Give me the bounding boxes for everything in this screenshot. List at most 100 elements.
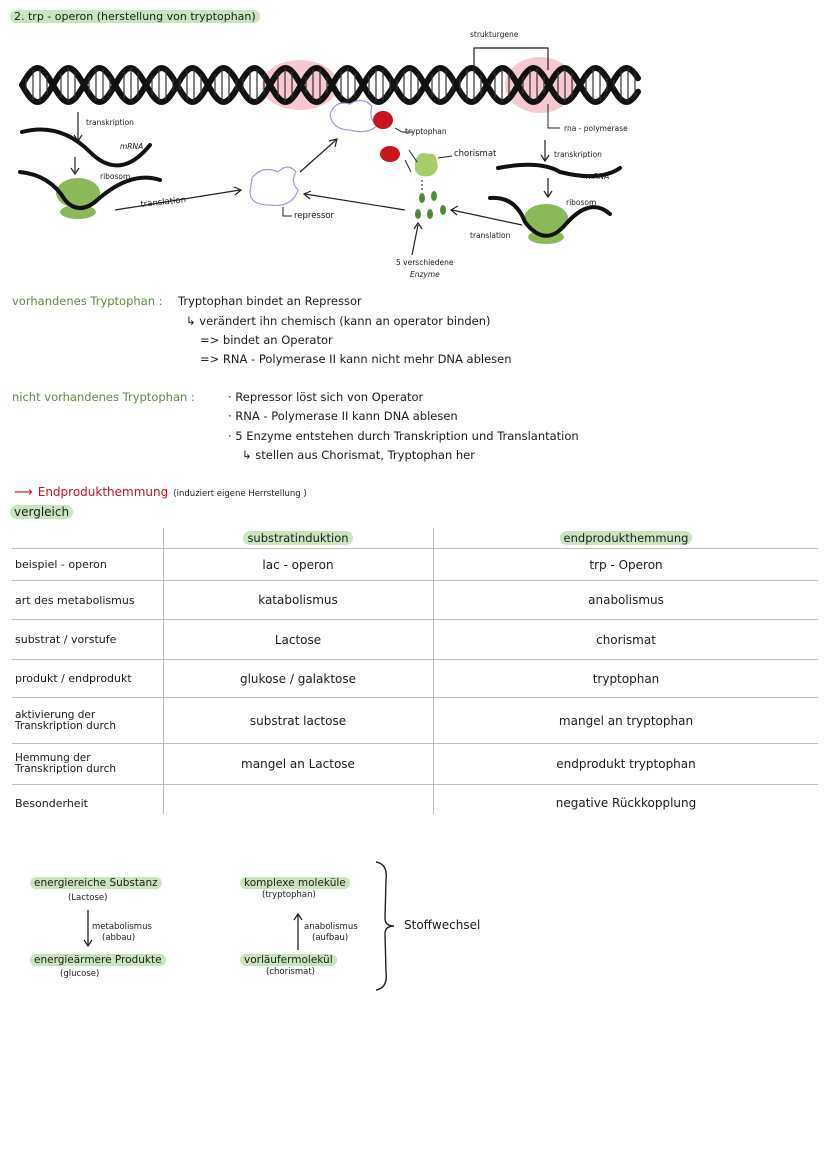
absent-line-3: · 5 Enzyme entstehen durch Transkription…	[228, 429, 579, 443]
present-line-4: => RNA - Polymerase II kann nicht mehr D…	[200, 352, 512, 366]
activation-arrow	[299, 139, 337, 173]
table-header: endprodukthemmung	[434, 528, 818, 548]
table-cell: mangel an tryptophan	[558, 713, 694, 728]
translation-arrow-left	[114, 189, 241, 211]
absent-line-4: ↳ stellen aus Chorismat, Tryptophan her	[242, 448, 475, 462]
table-cell: chorismat	[596, 632, 656, 647]
label-mrna-left: mRNA	[120, 142, 144, 151]
table-cell: beispiel - operon	[15, 558, 107, 571]
label-translation-right: translation	[470, 231, 511, 240]
dna-strand	[19, 64, 641, 106]
label-repressor: repressor	[294, 211, 335, 221]
repressor-shape	[249, 166, 299, 207]
label-transkription-right: transkription	[554, 150, 602, 159]
stoffwechsel-label: Stoffwechsel	[404, 918, 481, 932]
complex-molecules-example: (tryptophan)	[262, 890, 316, 900]
energy-poor-products-example: (glucose)	[60, 969, 100, 979]
label-enzyme-line2: Enzyme	[410, 270, 440, 279]
metabolism-label: metabolismus	[92, 922, 152, 932]
label-tryptophan: tryptophan	[405, 127, 447, 136]
table-divider-2	[433, 528, 434, 814]
table-row: beispiel - operon lac - operon trp - Ope…	[12, 549, 818, 581]
present-line-1: Tryptophan bindet an Repressor	[178, 294, 362, 308]
table-cell: substrat / vorstufe	[15, 633, 117, 646]
table-cell: aktivierung der Transkription durch	[15, 708, 117, 732]
table-row: substrat / vorstufe Lactose chorismat	[12, 620, 818, 660]
ribosome-right-large	[524, 204, 568, 232]
energy-poor-products: energieärmere Produkte	[30, 954, 166, 966]
table-cell: endprodukt tryptophan	[556, 757, 696, 771]
table-cell: negative Rückkopplung	[555, 796, 697, 810]
table-cell: Lactose	[274, 632, 322, 647]
table-cell: glukose / galaktose	[239, 671, 356, 686]
endprodukt-term: Endprodukthemmung	[37, 485, 169, 499]
absent-heading: nicht vorhandenes Tryptophan :	[12, 390, 195, 404]
table-cell: mangel an Lactose	[241, 757, 355, 771]
tryptophan-free	[380, 146, 400, 162]
label-rna-polymerase: rna - polymerase	[564, 124, 628, 133]
label-enzyme-line1: 5 verschiedene	[396, 258, 454, 267]
dna-helix	[19, 64, 641, 106]
precursor-molecule-example: (chorismat)	[266, 967, 315, 977]
table-row: produkt / endprodukt glukose / galaktose…	[12, 660, 818, 698]
enzymes	[415, 191, 446, 219]
table-cell: katabolismus	[258, 593, 338, 607]
label-mrna-right: mRNA	[586, 172, 610, 181]
table-divider-1	[163, 528, 164, 814]
table-cell: substrat lactose	[249, 713, 347, 728]
endprodukt-line: ⟶ Endprodukthemmung (induziert eigene He…	[14, 481, 307, 500]
present-heading: vorhandenes Tryptophan :	[12, 294, 163, 308]
present-line-3: => bindet an Operator	[200, 333, 333, 347]
energy-rich-substance-example: (Lactose)	[68, 893, 108, 903]
label-strukturgene: strukturgene	[470, 30, 519, 39]
complex-molecules: komplexe moleküle	[240, 877, 350, 889]
trp-operon-diagram	[18, 47, 641, 256]
table-cell	[164, 785, 432, 821]
label-transkription-left: transkription	[86, 118, 134, 127]
page-title: 2. trp - operon (herstellung von tryptop…	[10, 10, 260, 23]
table-cell: trp - Operon	[589, 557, 663, 572]
table-cell: lac - operon	[262, 557, 334, 572]
table-cell: tryptophan	[592, 671, 660, 686]
vergleich-heading: vergleich	[10, 505, 74, 519]
endprodukt-note: (induziert eigene Herrstellung )	[173, 489, 307, 499]
enzyme-label-arrow	[411, 224, 419, 256]
absent-line-2: · RNA - Polymerase II kann DNA ablesen	[228, 409, 458, 423]
mrna-right-ribosome	[488, 195, 612, 238]
mrna-left-ribosome	[18, 170, 162, 210]
label-ribosom-left: ribosom	[100, 172, 131, 181]
table-cell: art des metabolismus	[15, 593, 135, 607]
table-header: substratinduktion	[164, 528, 432, 548]
table-cell: Hemmung der Transkription durch	[15, 752, 117, 775]
dna-rungs	[25, 68, 636, 102]
energy-rich-substance: energiereiche Substanz	[30, 877, 162, 889]
mrna-right	[496, 162, 622, 179]
absent-line-1: · Repressor löst sich von Operator	[228, 390, 424, 404]
anabolism-label: anabolismus	[304, 922, 358, 932]
active-repressor	[329, 99, 380, 133]
table-row: art des metabolismus katabolismus anabol…	[12, 581, 818, 620]
anabolism-sub: (aufbau)	[312, 933, 349, 943]
present-line-2: ↳ verändert ihn chemisch (kann an operat…	[186, 314, 491, 328]
strukturgene-bracket	[473, 47, 549, 70]
right-arrow-icon: ⟶	[14, 485, 33, 500]
label-ribosom-right: ribosom	[566, 198, 597, 207]
translation-arrow-right	[451, 209, 523, 226]
table-row: Besonderheit negative Rückkopplung	[12, 785, 818, 821]
table-row: aktivierung der Transkription durch subs…	[12, 698, 818, 744]
table-cell: anabolismus	[588, 593, 664, 607]
enzyme-to-repressor-arrow	[304, 193, 406, 211]
table-cell: produkt / endprodukt	[15, 672, 132, 685]
table-cell: Besonderheit	[15, 796, 88, 810]
metabolism-sub: (abbau)	[102, 933, 136, 943]
curly-brace	[375, 861, 395, 991]
tryptophan-bound	[373, 111, 393, 129]
table-header-row: substratinduktion endprodukthemmung	[12, 528, 818, 549]
precursor-molecule: vorläufermolekül	[240, 954, 337, 966]
table-row: Hemmung der Transkription durch mangel a…	[12, 744, 818, 785]
dna-strand	[19, 64, 641, 106]
polymerase-pointer	[547, 104, 560, 129]
mrna-left	[20, 127, 152, 168]
comparison-table: substratinduktion endprodukthemmung beis…	[12, 528, 818, 821]
chorismat-shape	[415, 153, 438, 177]
